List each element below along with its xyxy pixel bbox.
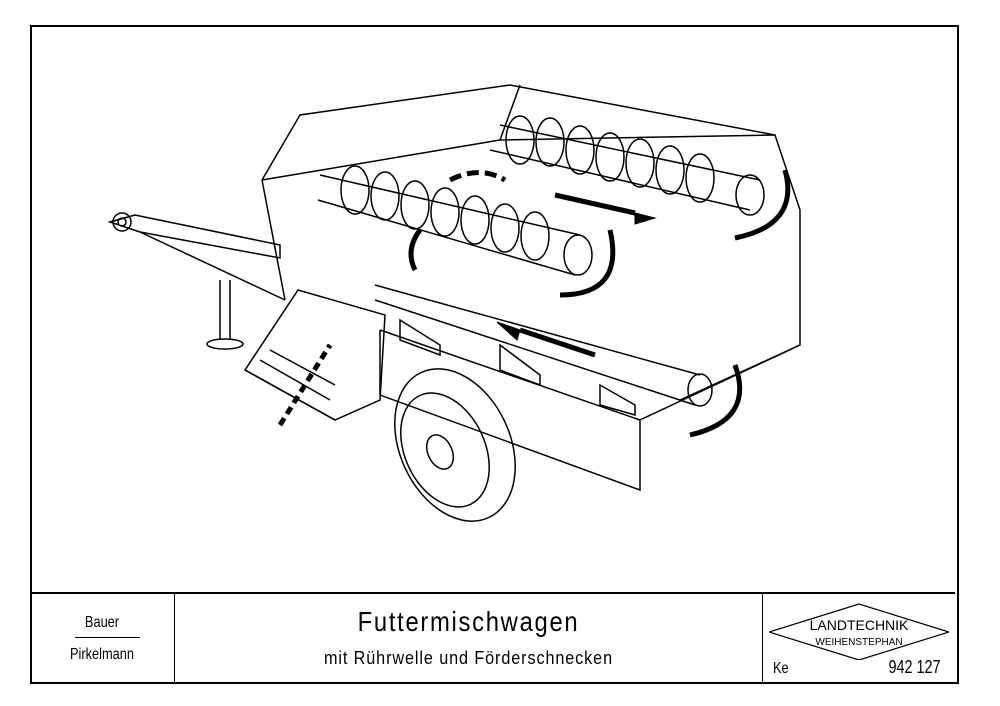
- svg-text:WEIHENSTEPHAN: WEIHENSTEPHAN: [815, 637, 902, 648]
- title-cell: Futtermischwagen mit Rührwelle und Förde…: [175, 594, 763, 682]
- drawing-title: Futtermischwagen: [357, 606, 580, 637]
- upper-auger: [489, 115, 765, 216]
- svg-text:LANDTECHNIK: LANDTECHNIK: [810, 617, 909, 633]
- drawer-code: Ke: [772, 660, 789, 677]
- title-block: Bauer Pirkelmann Futtermischwagen mit Rü…: [30, 592, 955, 682]
- authors-cell: Bauer Pirkelmann: [30, 594, 175, 682]
- feed-mixer-wagon-illustration: [107, 84, 801, 522]
- wheel: [394, 368, 516, 522]
- landtechnik-logo: LANDTECHNIK WEIHENSTEPHAN: [769, 603, 949, 660]
- drawbar: [107, 212, 286, 350]
- drawing-number: 942 127: [888, 657, 941, 677]
- logo-cell: LANDTECHNIK WEIHENSTEPHAN Ke 942 127: [763, 594, 955, 682]
- front-auger: [317, 165, 593, 276]
- drawing-frame: [30, 25, 959, 684]
- author-2: Pirkelmann: [69, 646, 135, 663]
- author-1: Bauer: [84, 614, 120, 631]
- wagon-body: [243, 84, 801, 492]
- flow-arrows: [277, 169, 791, 438]
- agitator-shaft: [374, 284, 713, 416]
- drawing-subtitle: mit Rührwelle und Förderschnecken: [323, 648, 614, 668]
- divider: [75, 637, 140, 638]
